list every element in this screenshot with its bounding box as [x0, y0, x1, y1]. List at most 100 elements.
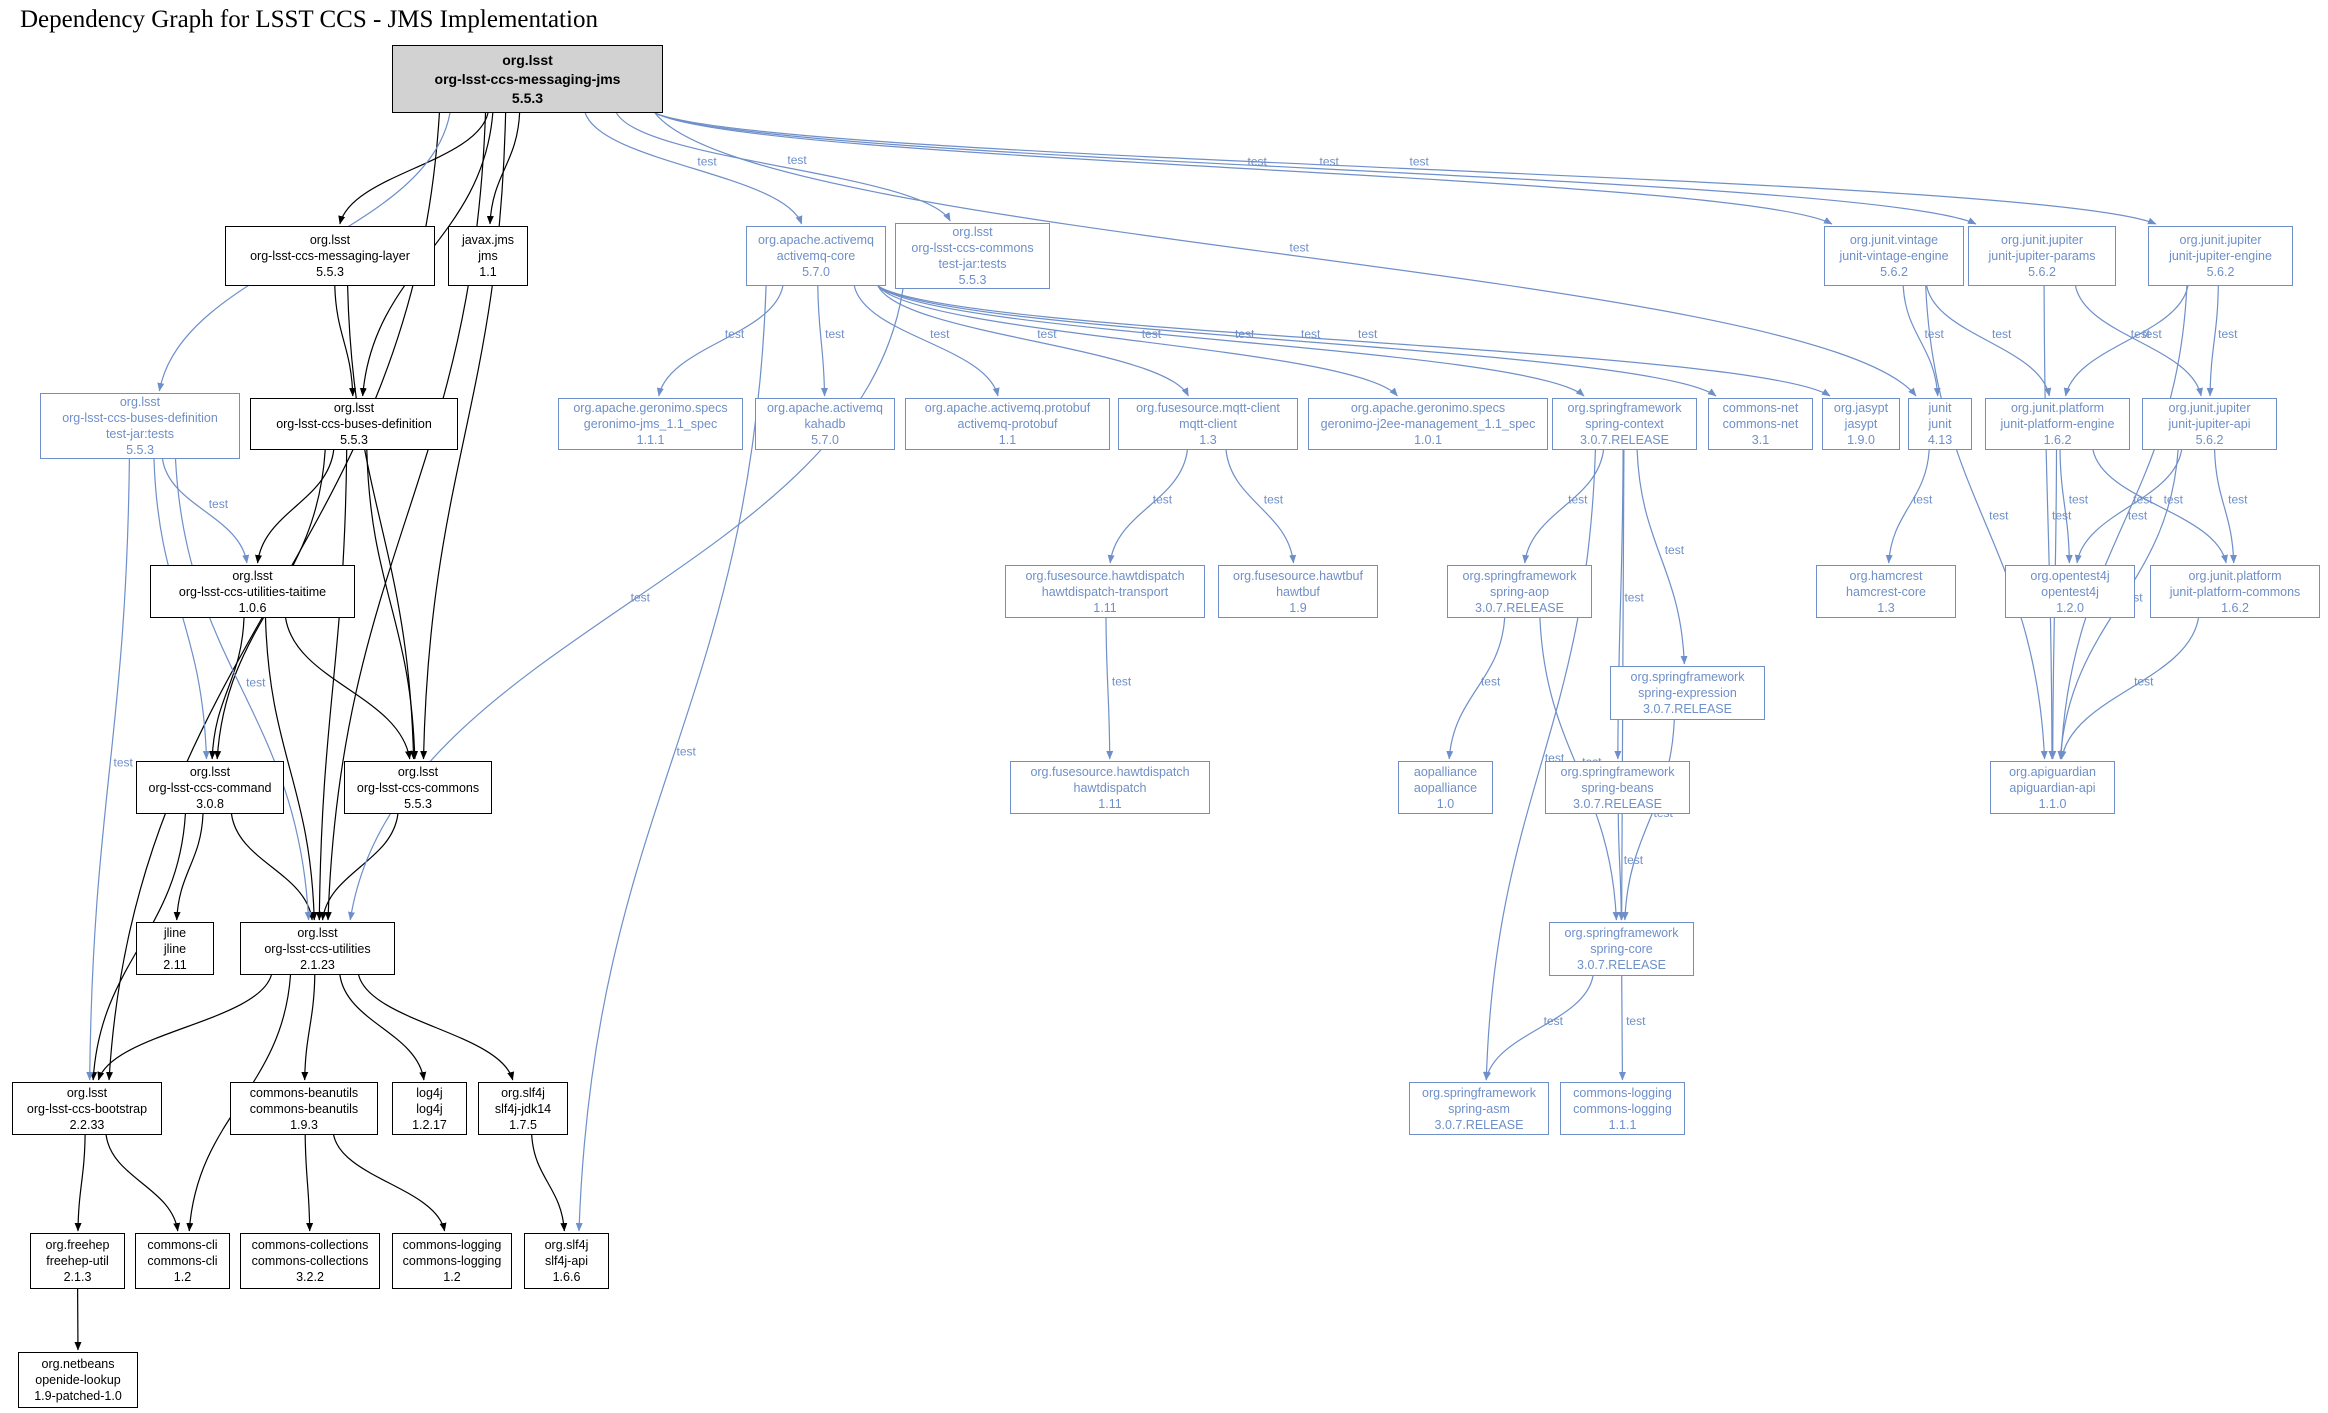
- edge-label: test: [2069, 493, 2089, 507]
- node-label: hawtbuf: [1276, 584, 1320, 599]
- edge-buses-definition-tests-to-utilities: [174, 458, 312, 921]
- node-label: 5.5.3: [316, 265, 344, 279]
- edge-junit-platform-commons-to-apiguardian: [2059, 617, 2200, 760]
- node-label: 1.6.2: [2221, 600, 2249, 615]
- edge-label: test: [1290, 241, 1310, 255]
- node-label: 3.0.7.RELEASE: [1573, 796, 1662, 811]
- edge-messaging-layer-to-buses-definition: [334, 285, 357, 397]
- node-label: org.lsst: [309, 233, 351, 247]
- node-label: 1.9.3: [290, 1117, 318, 1132]
- edge-label: test: [1264, 493, 1284, 507]
- node-label: 1.2: [443, 1270, 461, 1284]
- node-label: org.lsst: [189, 764, 231, 779]
- node-label: commons-logging: [1573, 1101, 1672, 1116]
- node-label: 1.6.6: [552, 1270, 581, 1284]
- edge-label: test: [1410, 155, 1430, 169]
- node-label: commons-logging: [402, 1254, 502, 1268]
- edge-messaging-layer-to-ccs-commons: [347, 285, 417, 760]
- node-label: org-lsst-ccs-commons: [356, 780, 480, 795]
- node-label: commons-cli: [147, 1238, 218, 1252]
- edge-bootstrap-to-freehep: [74, 1134, 86, 1232]
- node-label: org-lsst-ccs-utilities-taitime: [178, 584, 327, 599]
- node-label: commons-logging: [402, 1238, 502, 1252]
- edge-label: test: [246, 676, 266, 690]
- edge-junit-vintage-engine-to-junit-platform-engine: [1926, 285, 2052, 397]
- edge-label: test: [2134, 675, 2154, 689]
- node-label: 1.3: [1199, 433, 1217, 447]
- node-label: 1.2: [173, 1270, 192, 1284]
- edge-label: test: [209, 497, 229, 511]
- edge-label: test: [1248, 155, 1268, 169]
- edge-utilities-to-beanutils: [301, 974, 316, 1081]
- node-label: jms: [478, 249, 498, 263]
- node-label: 3.2.2: [296, 1270, 324, 1284]
- node-label: 1.0: [1436, 796, 1455, 811]
- edge-label: test: [114, 756, 134, 770]
- edge-spring-aop-to-aopalliance: [1446, 617, 1506, 760]
- edge-label: test: [677, 745, 697, 759]
- edge-messaging-jms-to-junit: [654, 112, 1917, 397]
- node-label: org.springframework: [1567, 401, 1682, 415]
- edge-messaging-jms-to-messaging-layer: [338, 112, 489, 225]
- node-label: 5.6.2: [2028, 265, 2056, 279]
- edge-junit-jupiter-engine-to-junit-jupiter-api: [2206, 285, 2219, 397]
- edge-mqtt-client-to-hawtdispatch-transport: [1107, 449, 1188, 564]
- node-label: junit-jupiter-params: [1988, 249, 2096, 263]
- graph-title: Dependency Graph for LSST CCS - JMS Impl…: [20, 6, 598, 33]
- node-label: junit-jupiter-engine: [2169, 249, 2272, 263]
- node-label: 1.2.0: [2056, 600, 2084, 615]
- node-label: geronimo-jms_1.1_spec: [583, 417, 718, 431]
- edge-messaging-jms-to-junit-jupiter-params: [654, 112, 1977, 225]
- node-label: commons-net: [1722, 417, 1799, 431]
- node-label: org.springframework: [1630, 670, 1745, 684]
- node-label: org.junit.vintage: [1849, 233, 1939, 247]
- edge-label: test: [1568, 493, 1588, 507]
- node-label: geronimo-j2ee-management_1.1_spec: [1320, 417, 1536, 431]
- node-label: org.slf4j: [544, 1238, 589, 1252]
- edge-junit-jupiter-engine-to-junit-platform-engine: [2063, 285, 2189, 397]
- edge-label: test: [2142, 327, 2162, 341]
- edge-activemq-core-to-mqtt-client: [877, 285, 1189, 397]
- edge-buses-definition-tests-to-taitime: [161, 458, 250, 564]
- edge-taitime-to-ccs-commons: [285, 617, 412, 760]
- node-label: junit: [1928, 417, 1952, 431]
- node-label: openide-lookup: [35, 1373, 121, 1387]
- node-label: org.opentest4j: [2030, 568, 2110, 583]
- edge-label: test: [1924, 327, 1944, 341]
- edge-junit-jupiter-api-to-junit-platform-commons: [2214, 449, 2237, 564]
- node-label: 5.5.3: [126, 443, 154, 457]
- node-label: 3.0.7.RELEASE: [1580, 433, 1669, 447]
- edge-label: test: [631, 591, 651, 605]
- node-label: 1.6.2: [2043, 433, 2072, 447]
- edge-label: test: [2228, 493, 2248, 507]
- edge-label: test: [1544, 1014, 1564, 1028]
- edge-taitime-to-command: [208, 617, 245, 760]
- node-label: org.netbeans: [41, 1357, 115, 1371]
- node-label: spring-asm: [1448, 1101, 1510, 1116]
- node-label: 1.3: [1877, 600, 1895, 615]
- node-label: mqtt-client: [1179, 417, 1237, 431]
- node-label: org.jasypt: [1833, 401, 1889, 415]
- node-label: 1.1.0: [2038, 796, 2067, 811]
- node-label: hawtdispatch-transport: [1041, 584, 1169, 599]
- edge-hawtdispatch-transport-to-hawtdispatch: [1105, 617, 1114, 760]
- edge-activemq-core-to-activemq-protobuf: [853, 285, 1000, 397]
